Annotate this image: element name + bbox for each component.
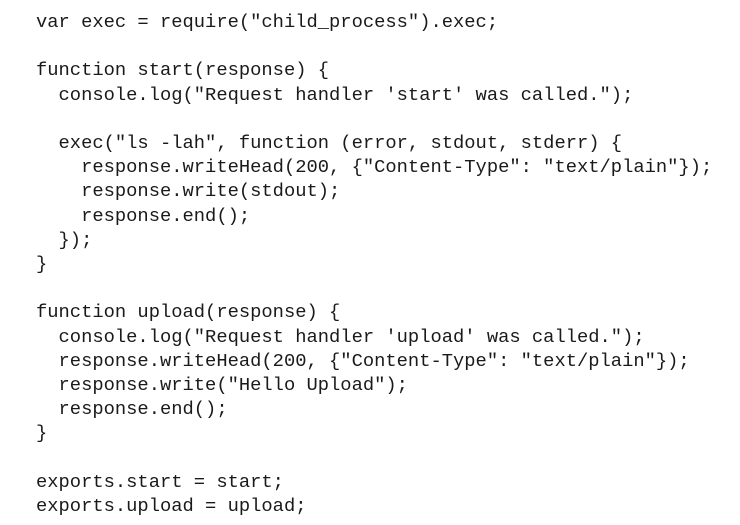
code-line: response.writeHead(200, {"Content-Type":… — [36, 349, 690, 372]
code-line: response.end(); — [36, 398, 228, 421]
code-line: exec("ls -lah", function (error, stdout,… — [36, 131, 623, 154]
code-line — [36, 446, 740, 470]
code-line: } — [36, 253, 48, 275]
code-line: }); — [36, 228, 93, 251]
code-line — [36, 107, 740, 131]
code-line: function start(response) { — [36, 59, 330, 82]
code-line: response.write(stdout); — [36, 180, 341, 203]
code-line — [36, 276, 740, 300]
code-line: console.log("Request handler 'upload' wa… — [36, 325, 645, 348]
code-line: response.end(); — [36, 204, 251, 227]
code-line: response.writeHead(200, {"Content-Type":… — [36, 156, 713, 179]
code-line: response.write("Hello Upload"); — [36, 374, 408, 396]
code-line: var exec = require("child_process").exec… — [36, 11, 499, 33]
code-line: function upload(response) { — [36, 301, 341, 324]
code-line — [36, 34, 740, 58]
code-line: exports.start = start; — [36, 470, 284, 493]
code-line: } — [36, 422, 48, 445]
code-line: exports.upload = upload; — [36, 495, 307, 517]
code-line: console.log("Request handler 'start' was… — [36, 83, 634, 106]
